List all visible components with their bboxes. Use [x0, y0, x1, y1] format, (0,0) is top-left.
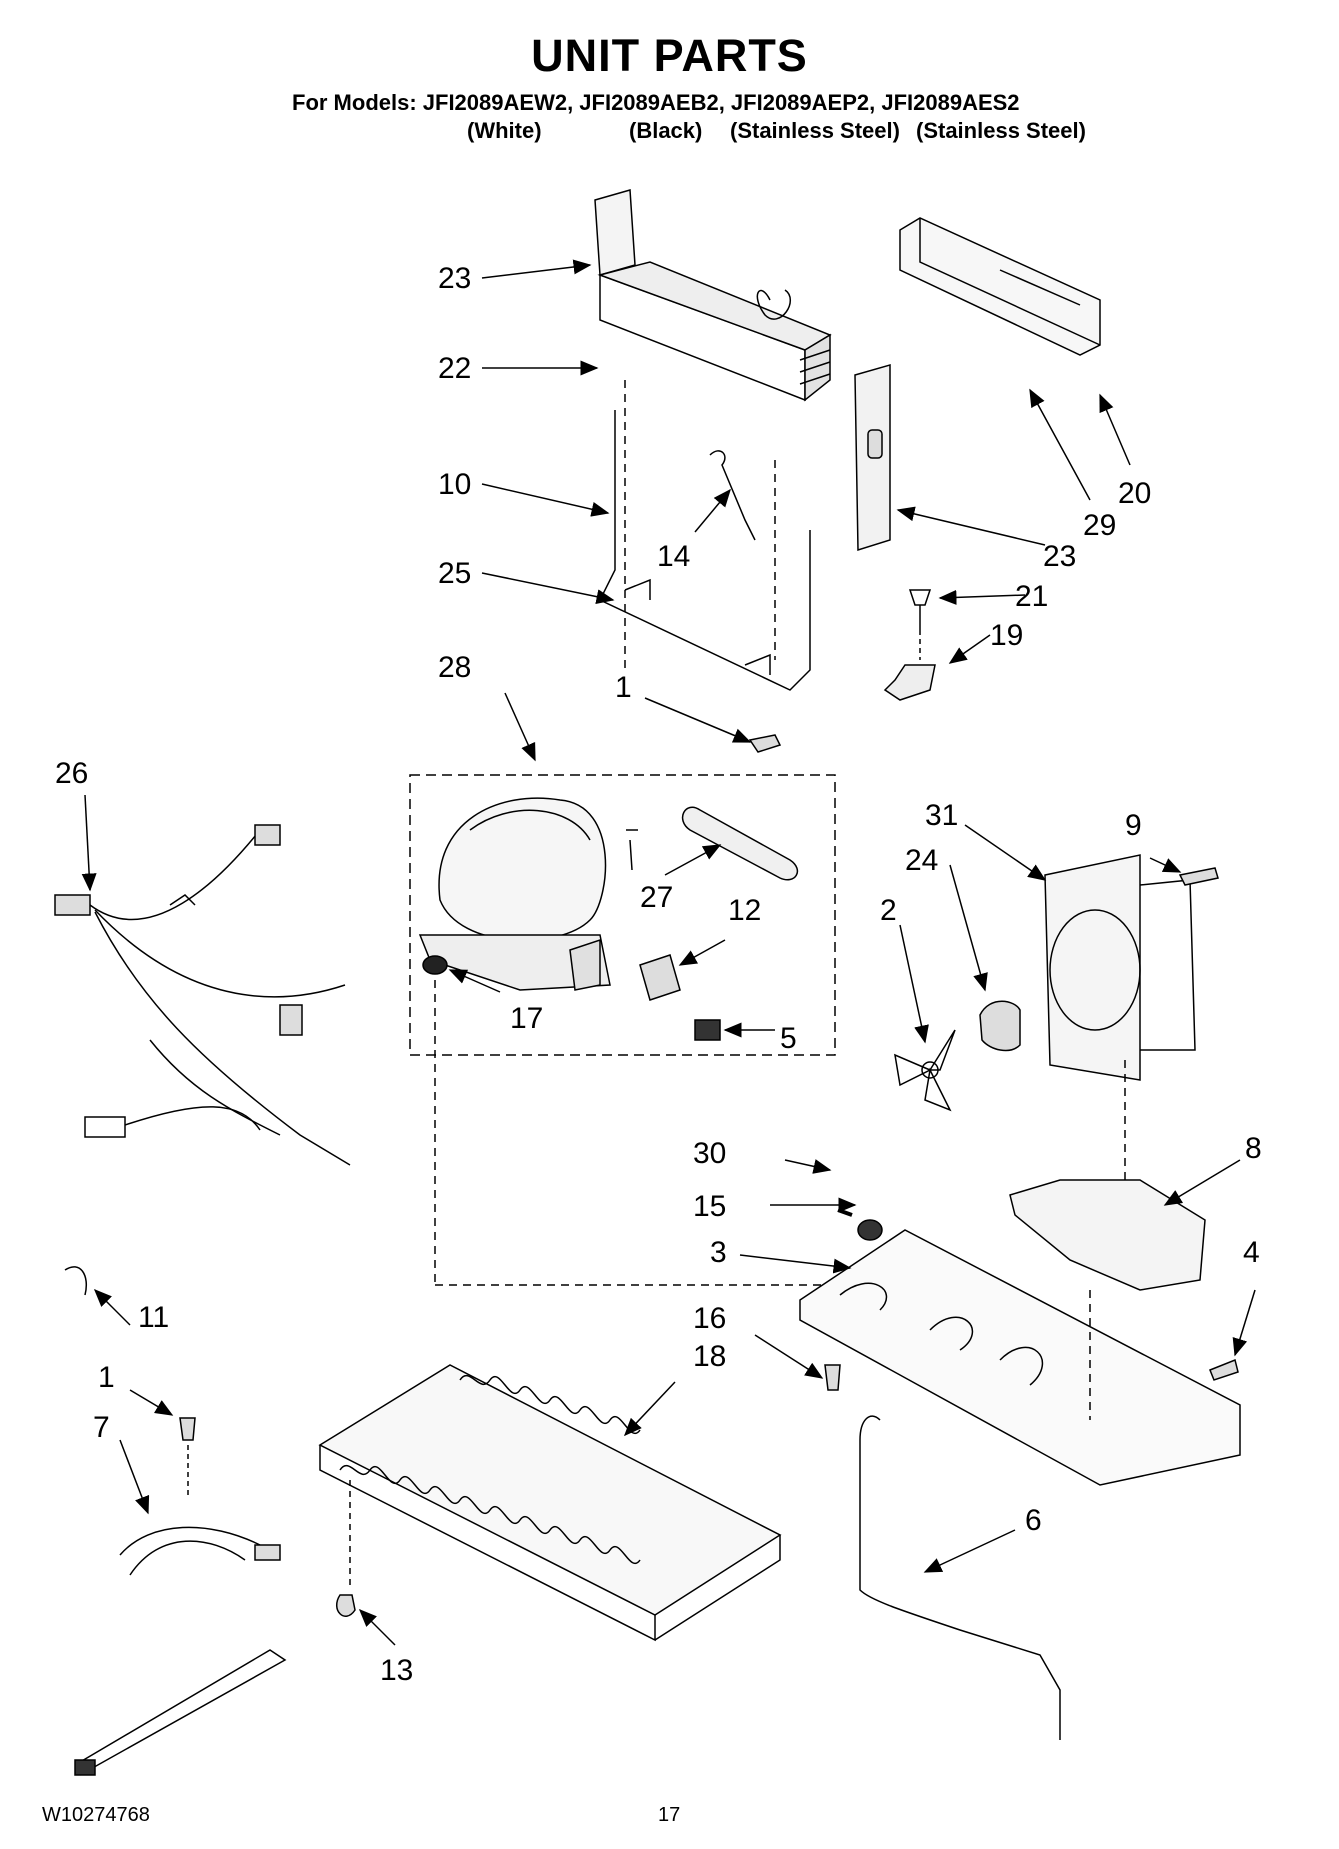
callout-13: 13	[380, 1654, 413, 1687]
callout-12: 12	[728, 894, 761, 927]
finish-label-stainless-1: (Stainless Steel)	[730, 118, 900, 143]
mount-bracket	[1009, 1179, 1206, 1291]
callout-28: 28	[438, 651, 471, 684]
callout-24: 24	[905, 844, 938, 877]
harness-7	[74, 1526, 287, 1776]
callout-3: 3	[710, 1236, 727, 1269]
finish-label-white: (White)	[467, 118, 542, 143]
fan-motor	[979, 1000, 1021, 1052]
evaporator-assembly	[594, 189, 832, 670]
callout-29: 29	[1083, 509, 1116, 542]
compressor-box	[409, 774, 836, 1056]
relay-12	[639, 954, 681, 1001]
callout-17: 17	[510, 1002, 543, 1035]
thermistor	[709, 450, 756, 541]
wire-11	[64, 1266, 87, 1296]
page-number: 17	[658, 1804, 681, 1826]
callout-1-upper: 1	[615, 671, 632, 704]
callout-20: 20	[1118, 477, 1151, 510]
callout-8: 8	[1245, 1132, 1262, 1165]
fan-blade	[894, 1029, 956, 1112]
finish-label-stainless-2: (Stainless Steel)	[916, 118, 1086, 143]
callout-7: 7	[93, 1411, 110, 1444]
screw-1-upper	[748, 734, 782, 753]
callout-23-top: 23	[438, 262, 471, 295]
callout-16: 16	[693, 1302, 726, 1335]
callout-10: 10	[438, 468, 471, 501]
grommet-15	[857, 1219, 883, 1241]
drain-trough	[899, 217, 1101, 356]
compressor-base	[799, 1229, 1241, 1486]
filter-drier	[681, 806, 799, 881]
screw-16	[824, 1364, 841, 1391]
callout-31: 31	[925, 799, 958, 832]
callout-15: 15	[693, 1190, 726, 1223]
callout-2: 2	[880, 894, 897, 927]
callout-11: 11	[138, 1301, 169, 1334]
callout-25: 25	[438, 557, 471, 590]
condenser-coil	[318, 1364, 782, 1642]
document-number: W10274768	[42, 1804, 150, 1826]
overload-5	[694, 1019, 721, 1041]
callout-1-lower: 1	[98, 1361, 115, 1394]
screw-9	[1178, 867, 1219, 886]
tube-6	[859, 1415, 1061, 1740]
callout-21: 21	[1015, 580, 1048, 613]
screw-1-lower	[179, 1417, 196, 1441]
callout-18: 18	[693, 1340, 726, 1373]
screw-4	[1209, 1358, 1239, 1381]
callout-27: 27	[640, 881, 673, 914]
compressor	[418, 797, 638, 991]
callout-23-right: 23	[1043, 540, 1076, 573]
callout-9: 9	[1125, 809, 1142, 842]
page-title: UNIT PARTS	[531, 30, 808, 81]
callout-14: 14	[657, 540, 690, 573]
heater-wire	[598, 410, 811, 691]
models-line: For Models: JFI2089AEW2, JFI2089AEB2, JF…	[292, 90, 1020, 115]
fan-shroud	[1044, 854, 1196, 1081]
callout-4: 4	[1243, 1236, 1260, 1269]
wiring-harness	[54, 824, 351, 1166]
grommet-17	[422, 955, 448, 975]
clip-19	[883, 664, 936, 701]
pin-30	[837, 1208, 853, 1217]
callout-30: 30	[693, 1137, 726, 1170]
callout-19: 19	[990, 619, 1023, 652]
callout-22: 22	[438, 352, 471, 385]
screw-21	[908, 589, 932, 630]
clip-13	[335, 1594, 356, 1617]
callout-5: 5	[780, 1022, 797, 1055]
callout-6: 6	[1025, 1504, 1042, 1537]
callout-26: 26	[55, 757, 88, 790]
finish-label-black: (Black)	[629, 118, 703, 143]
